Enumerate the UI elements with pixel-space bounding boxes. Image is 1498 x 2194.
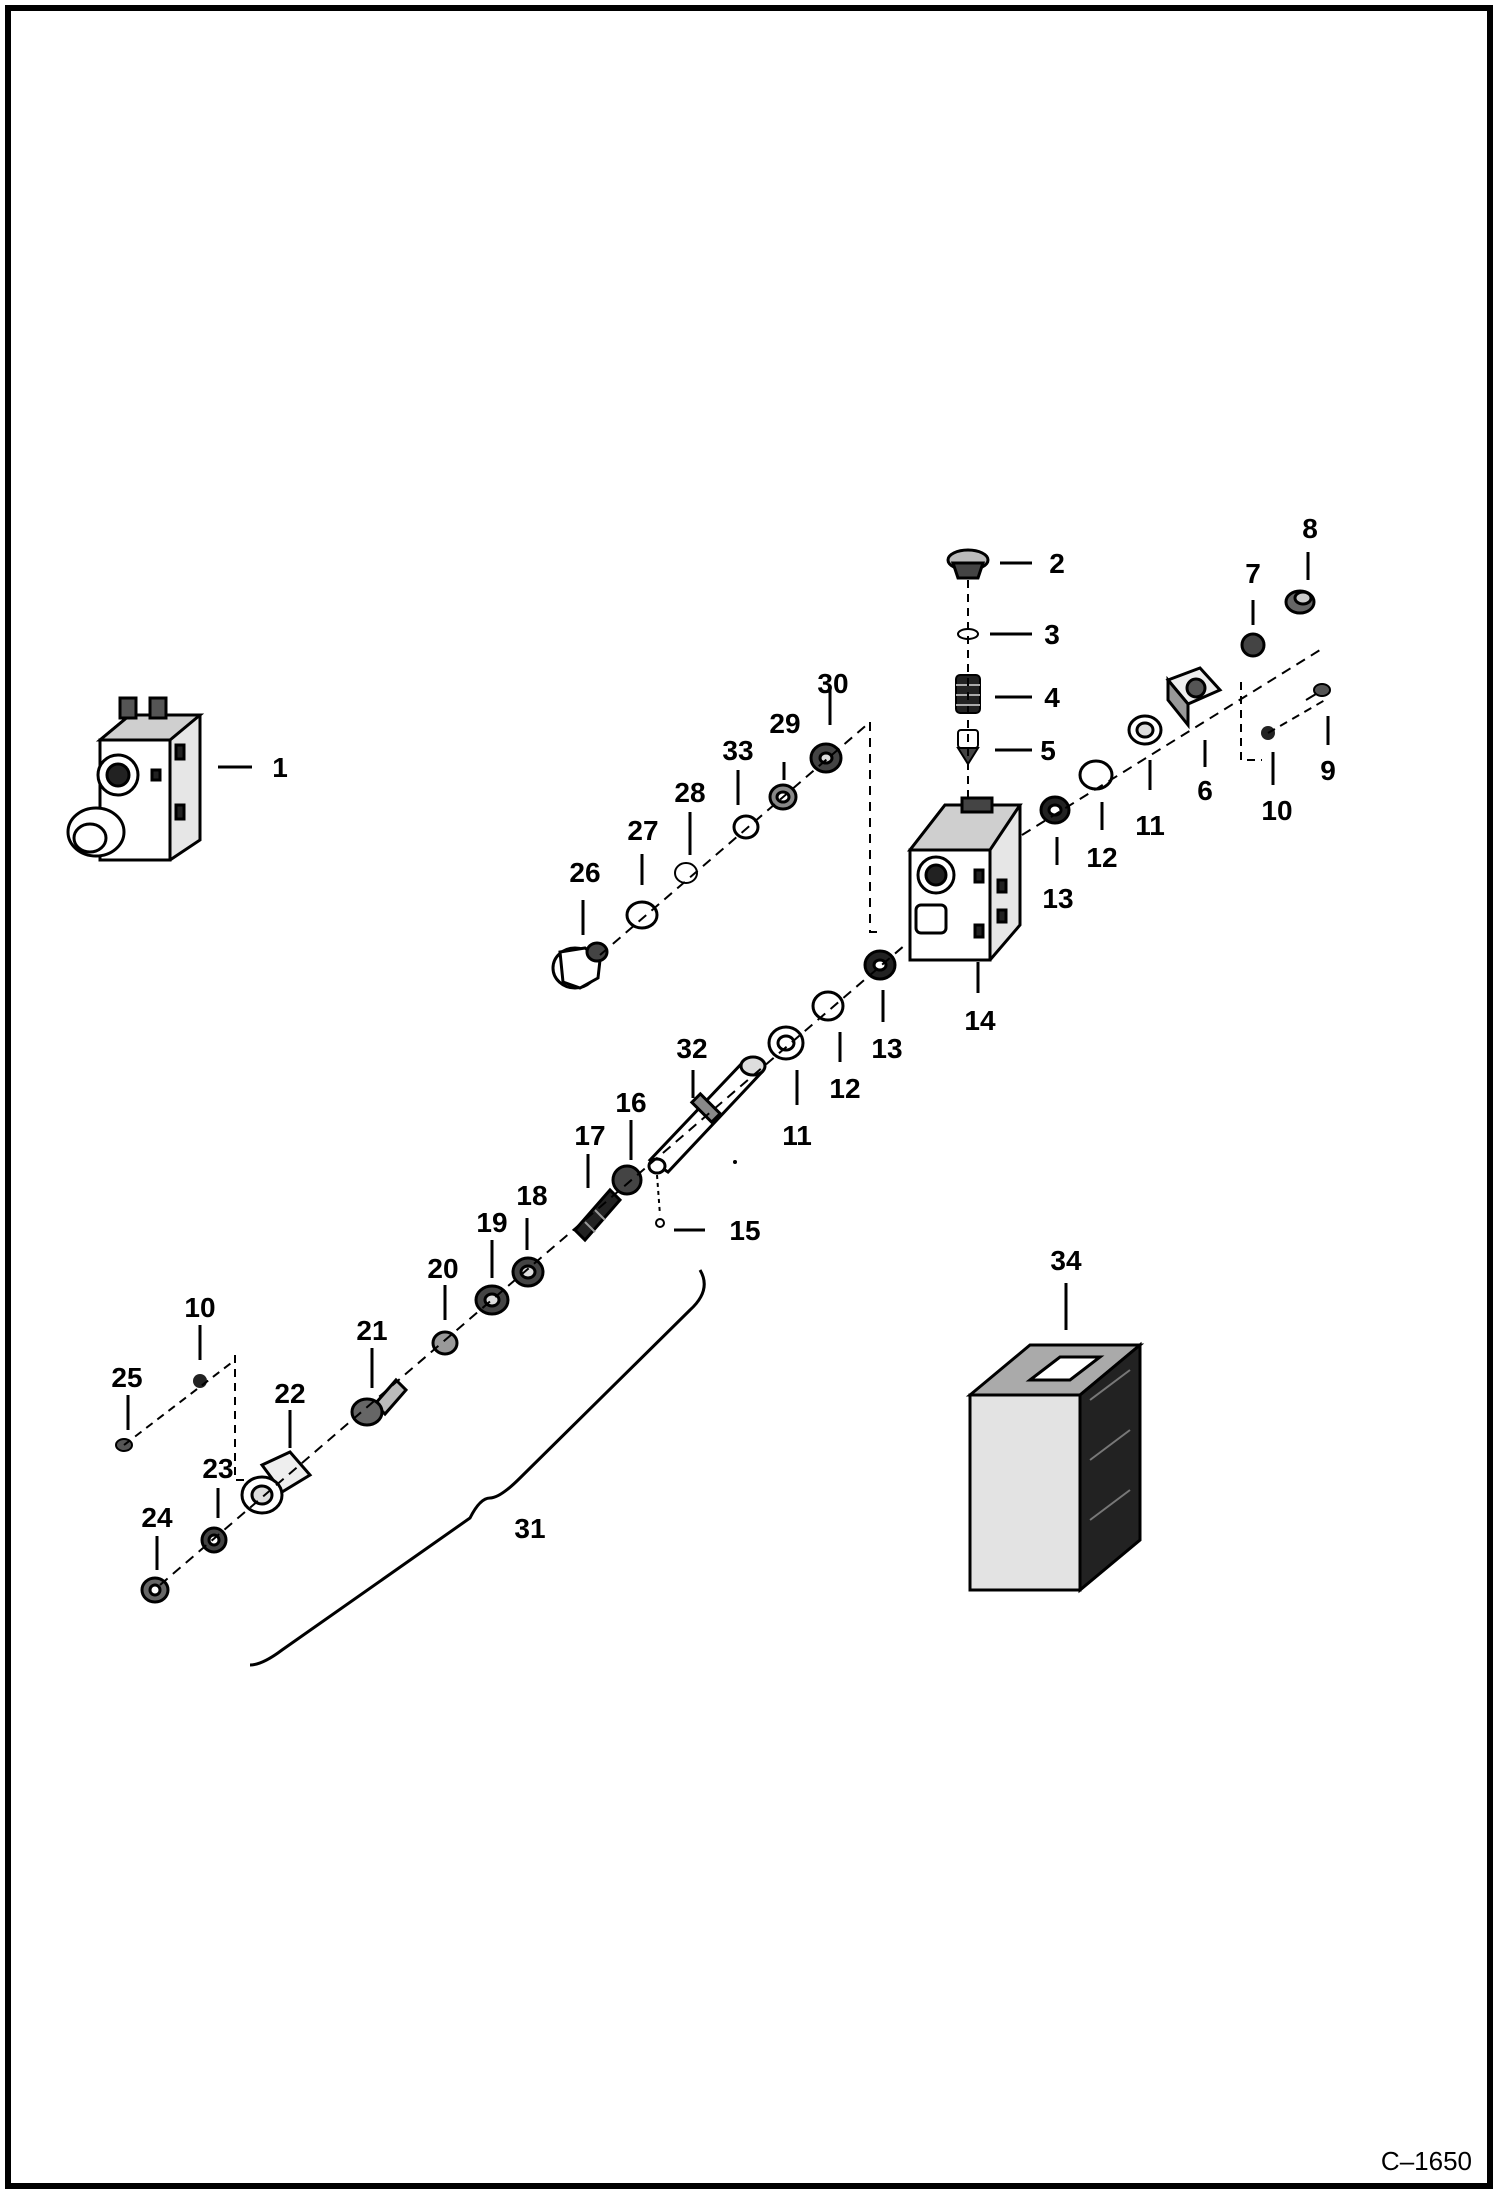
callout-10-right: 10 xyxy=(1261,795,1292,826)
part-detent-ball-16 xyxy=(611,1164,643,1196)
part-bolt-21 xyxy=(350,1377,409,1427)
callout-8: 8 xyxy=(1302,513,1318,544)
callout-16: 16 xyxy=(615,1087,646,1118)
callout-9: 9 xyxy=(1320,755,1336,786)
part-ring-11-left xyxy=(767,1025,805,1061)
callout-24: 24 xyxy=(141,1502,173,1533)
part-spring-17 xyxy=(572,1187,623,1243)
callout-12-left: 12 xyxy=(829,1073,860,1104)
callout-4: 4 xyxy=(1044,682,1060,713)
part-ring-27 xyxy=(625,900,659,930)
part-plug-top xyxy=(946,548,990,580)
diagram-border xyxy=(5,5,1493,2189)
callout-7: 7 xyxy=(1245,558,1261,589)
kit-brace xyxy=(249,1269,706,1667)
callout-15: 15 xyxy=(729,1215,760,1246)
part-cap-22 xyxy=(240,1450,313,1515)
callout-11-left: 11 xyxy=(782,1120,812,1151)
callout-6: 6 xyxy=(1197,775,1213,806)
part-cap-6 xyxy=(1165,666,1223,730)
callout-20: 20 xyxy=(427,1253,458,1284)
callout-21: 21 xyxy=(356,1315,387,1346)
callout-29: 29 xyxy=(769,708,800,739)
part-ball-15 xyxy=(655,1218,665,1228)
part-ring-11-right xyxy=(1127,714,1163,746)
part-cartridge-26 xyxy=(551,941,609,990)
callout-1: 1 xyxy=(272,752,288,783)
callout-30: 30 xyxy=(817,668,848,699)
part-ring-33 xyxy=(732,814,760,840)
part-seal-13-right xyxy=(1039,795,1071,825)
callout-12-right: 12 xyxy=(1086,842,1117,873)
callout-34: 34 xyxy=(1050,1245,1082,1276)
callout-33: 33 xyxy=(722,735,753,766)
callout-14: 14 xyxy=(964,1005,996,1036)
callout-31: 31 xyxy=(514,1513,545,1544)
part-seal-30 xyxy=(809,742,843,774)
part-seal-18 xyxy=(511,1256,545,1288)
callout-labels: 1 2 3 4 5 6 7 8 9 10 11 12 13 14 30 29 3… xyxy=(111,513,1335,1544)
callout-19: 19 xyxy=(476,1207,507,1238)
callout-23: 23 xyxy=(202,1453,233,1484)
callout-22: 22 xyxy=(274,1378,305,1409)
callout-25: 25 xyxy=(111,1362,142,1393)
part-ring-20 xyxy=(431,1330,459,1356)
part-ring-12-left xyxy=(811,990,845,1022)
part-kit-box-34 xyxy=(965,1341,1145,1594)
callout-32: 32 xyxy=(676,1033,707,1064)
callout-13-left: 13 xyxy=(871,1033,902,1064)
callout-11-right: 11 xyxy=(1135,810,1165,841)
leader-lines xyxy=(126,552,1330,1570)
part-seal-23 xyxy=(200,1526,228,1554)
callout-10-left: 10 xyxy=(184,1292,215,1323)
callout-27: 27 xyxy=(627,815,658,846)
part-seal-19 xyxy=(474,1284,510,1316)
callout-5: 5 xyxy=(1040,735,1056,766)
part-ring-12-right xyxy=(1078,759,1114,791)
part-ring-28 xyxy=(674,862,698,884)
part-ball-7 xyxy=(1240,632,1266,658)
drawing-code: C–1650 xyxy=(1381,2146,1472,2176)
part-washer-10-left xyxy=(193,1374,207,1388)
part-valve-assembly xyxy=(66,696,205,862)
callout-17: 17 xyxy=(574,1120,605,1151)
callout-2: 2 xyxy=(1049,548,1065,579)
callout-13-right: 13 xyxy=(1042,883,1073,914)
part-fitting-8 xyxy=(1284,589,1316,615)
callout-28: 28 xyxy=(674,777,705,808)
callout-26: 26 xyxy=(569,857,600,888)
callout-3: 3 xyxy=(1044,619,1060,650)
part-screw-9 xyxy=(1305,683,1331,701)
callout-18: 18 xyxy=(516,1180,547,1211)
part-valve-body xyxy=(906,796,1023,962)
